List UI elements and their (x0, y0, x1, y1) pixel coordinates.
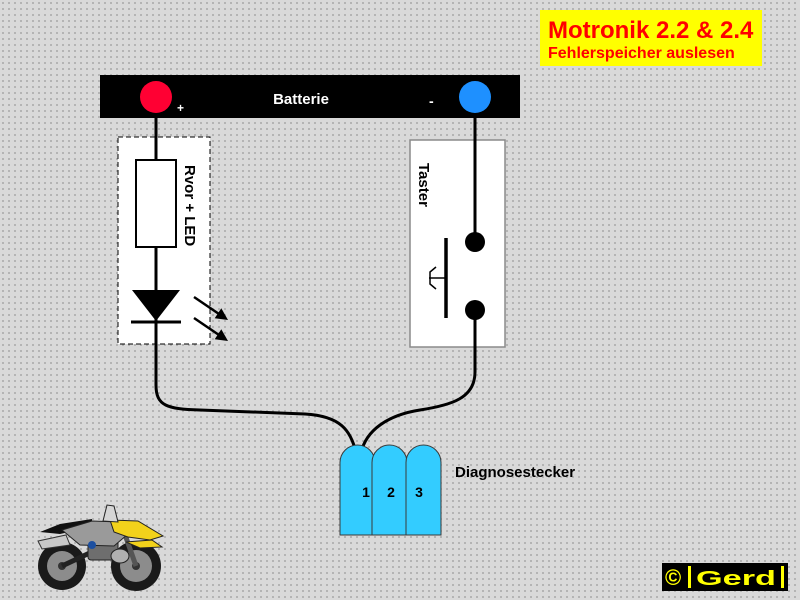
motorcycle-badge (88, 541, 96, 549)
push-button-label: Taster (415, 163, 432, 207)
button-contact-bottom (465, 300, 485, 320)
push-button-symbol (429, 232, 485, 320)
battery-minus-terminal (459, 81, 491, 113)
copyright-logo: © Gerd (662, 563, 788, 591)
button-contact-top (465, 232, 485, 252)
connector-label: Diagnosestecker (455, 464, 575, 481)
light-arrow-shaft (193, 295, 220, 316)
title-box: Motronik 2.2 & 2.4 Fehlerspeicher ausles… (540, 10, 762, 66)
logo-bar-left (688, 566, 691, 588)
motorcycle-cylinder-head (110, 548, 130, 564)
battery-minus-sign: - (429, 93, 434, 109)
battery-label: Batterie (273, 91, 329, 108)
led-diode (131, 290, 181, 324)
logo-background (662, 563, 788, 591)
title-box-background (540, 10, 762, 66)
push-button-box (409, 139, 506, 348)
diagram-title: Motronik 2.2 & 2.4 (548, 17, 754, 44)
light-arrow-shaft (193, 316, 220, 337)
diode-triangle (132, 290, 180, 321)
connector-pin-number: 1 (362, 484, 370, 500)
led-light-arrows (193, 295, 228, 341)
led-module-label: Rvor + LED (181, 165, 198, 246)
connector-pin-3 (405, 444, 442, 536)
diagnostic-connector: 1 2 3 (339, 444, 442, 536)
motorcycle-front-mudguard (125, 539, 164, 549)
motorcycle-seat (40, 519, 92, 534)
light-arrow-head (214, 329, 228, 341)
connector-pin-number: 3 (415, 484, 423, 500)
button-actuator-handle (429, 266, 437, 290)
series-resistor (135, 159, 177, 248)
wire-led-to-connector (154, 95, 358, 455)
logo-author-name: Gerd (696, 568, 776, 590)
diagram-subtitle: Fehlerspeicher auslesen (548, 45, 735, 62)
logo-bar-right (781, 566, 784, 588)
battery-plus-sign: + (177, 101, 184, 115)
connector-pin-number: 2 (387, 484, 395, 500)
motorcycle-illustration (37, 504, 165, 591)
light-arrow-head (214, 308, 228, 320)
battery-plus-terminal (140, 81, 172, 113)
motorcycle-exhaust (37, 534, 71, 550)
motorcycle-windshield (102, 504, 119, 523)
logo-copyright-symbol: © (665, 565, 681, 590)
wire-button-to-connector (359, 310, 477, 455)
